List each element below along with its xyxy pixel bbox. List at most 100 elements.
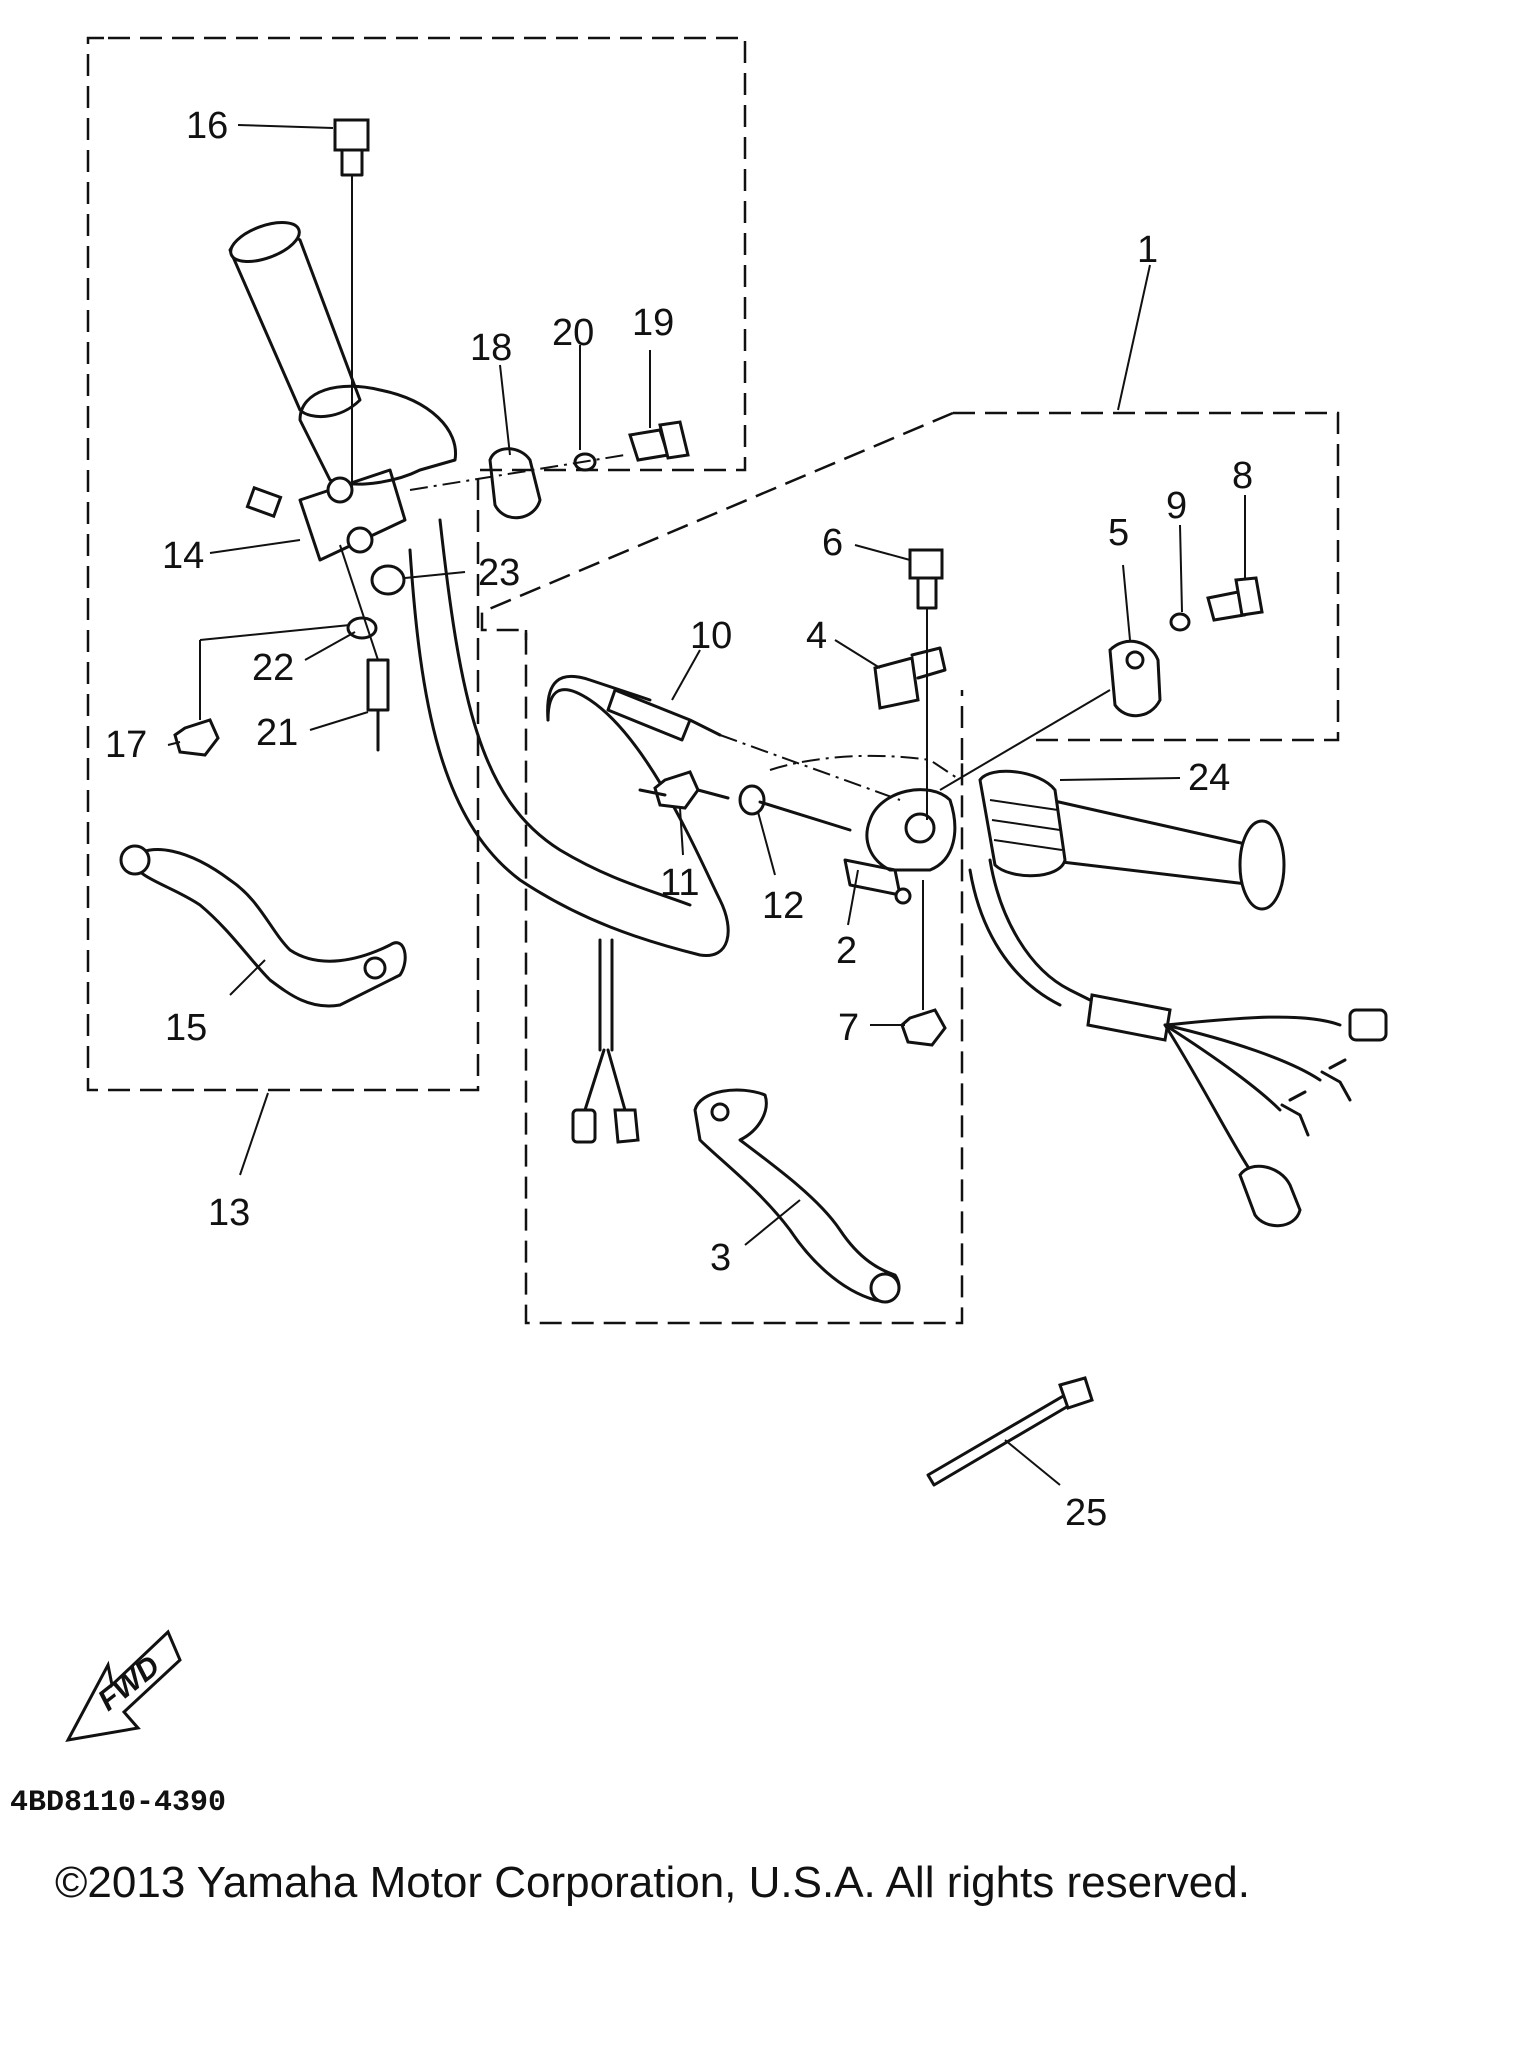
left-grip-end bbox=[229, 221, 301, 263]
bar-cable bbox=[583, 938, 627, 1112]
brake-switch-10 bbox=[606, 688, 722, 742]
leader-23 bbox=[404, 571, 466, 579]
callout-8: 8 bbox=[1232, 455, 1253, 497]
callout-7: 7 bbox=[838, 1007, 859, 1049]
leader-13 bbox=[239, 1092, 269, 1176]
connector-1 bbox=[1348, 1008, 1388, 1042]
nut-11 bbox=[653, 770, 700, 810]
lever-15-pivot bbox=[363, 956, 387, 980]
callout-22: 22 bbox=[252, 647, 294, 689]
callout-13: 13 bbox=[208, 1192, 250, 1234]
lever-15 bbox=[128, 848, 407, 1008]
holder-tab bbox=[245, 485, 283, 519]
bar-cable-terminal-2 bbox=[613, 1108, 640, 1144]
leader-18 bbox=[499, 364, 511, 456]
left-holder bbox=[298, 384, 458, 486]
washer-22 bbox=[346, 616, 378, 640]
callout-19: 19 bbox=[632, 302, 674, 344]
nut-11-thread bbox=[696, 788, 730, 800]
screw-19-head bbox=[658, 420, 690, 460]
leader-16 bbox=[237, 124, 334, 129]
leader-2 bbox=[847, 869, 859, 926]
switch-4 bbox=[873, 656, 920, 710]
screw-8-head bbox=[1234, 576, 1264, 617]
lever-15-end bbox=[119, 844, 151, 876]
callout-16: 16 bbox=[186, 105, 228, 147]
callout-5: 5 bbox=[1108, 512, 1129, 554]
lever-3 bbox=[693, 1088, 901, 1303]
callout-14: 14 bbox=[162, 535, 204, 577]
right-grip bbox=[1043, 798, 1266, 887]
leader-14 bbox=[209, 539, 301, 554]
lever-3-end bbox=[869, 1272, 901, 1304]
nut-7 bbox=[900, 1008, 947, 1047]
callout-24: 24 bbox=[1188, 757, 1230, 799]
handlebar-2 bbox=[438, 518, 692, 907]
leader-6 bbox=[854, 544, 911, 561]
diagram-code: 4BD8110-4390 bbox=[10, 1786, 226, 1820]
holder-bolt-hole-2 bbox=[346, 526, 374, 554]
nut-17 bbox=[173, 718, 220, 757]
switch-housing-ribs bbox=[989, 799, 1063, 851]
callout-25: 25 bbox=[1065, 1492, 1107, 1534]
lever-holder-2 bbox=[865, 788, 957, 872]
cable-11 bbox=[638, 788, 852, 832]
bracket-18 bbox=[488, 447, 542, 520]
callout-11: 11 bbox=[660, 862, 699, 904]
clamp-5-hole bbox=[1125, 650, 1145, 670]
group-boundary-inner-2 bbox=[524, 630, 964, 760]
callout-15: 15 bbox=[165, 1007, 207, 1049]
callout-10: 10 bbox=[690, 615, 732, 657]
leader-4 bbox=[834, 639, 881, 669]
callout-23: 23 bbox=[478, 552, 520, 594]
copyright-notice: ©2013 Yamaha Motor Corporation, U.S.A. A… bbox=[55, 1858, 1250, 1907]
bolt-6 bbox=[908, 548, 944, 580]
leader-25 bbox=[1004, 1439, 1061, 1486]
bolt-16 bbox=[333, 118, 370, 152]
cable-tie-25 bbox=[926, 1393, 1072, 1487]
washer-9 bbox=[1169, 612, 1191, 632]
clamp-5 bbox=[1108, 639, 1162, 718]
left-holder-clamp bbox=[298, 468, 407, 562]
callout-18: 18 bbox=[470, 327, 512, 369]
leader-12 bbox=[757, 811, 776, 876]
leader-11 bbox=[679, 807, 684, 856]
screw-21 bbox=[366, 658, 390, 752]
leader-3 bbox=[744, 1199, 801, 1246]
callout-3: 3 bbox=[710, 1237, 731, 1279]
handlebar-bend bbox=[546, 674, 652, 722]
leader-17 bbox=[167, 624, 351, 746]
axis-21 bbox=[339, 544, 379, 661]
terminal-1 bbox=[1320, 1058, 1352, 1102]
holder-2-pin bbox=[894, 887, 912, 905]
callout-9: 9 bbox=[1166, 485, 1187, 527]
callout-1: 1 bbox=[1137, 229, 1158, 271]
leader-1 bbox=[1117, 264, 1151, 411]
harness-wires bbox=[1163, 1015, 1342, 1172]
callout-20: 20 bbox=[552, 312, 594, 354]
handlebar bbox=[408, 548, 730, 957]
leader-15 bbox=[229, 959, 266, 996]
leader-9 bbox=[1179, 524, 1183, 613]
lever-3-pivot bbox=[710, 1102, 730, 1122]
callout-21: 21 bbox=[256, 712, 298, 754]
leader-24 bbox=[1059, 777, 1181, 781]
handlebar-bar-right bbox=[769, 754, 961, 781]
group-boundary-13 bbox=[86, 36, 747, 1092]
leader-21 bbox=[309, 711, 369, 731]
callout-6: 6 bbox=[822, 522, 843, 564]
switch-4-tab bbox=[910, 646, 947, 680]
group-boundary-1 bbox=[953, 411, 1340, 742]
holder-2-clamp bbox=[843, 858, 902, 897]
leader-5 bbox=[1122, 564, 1131, 641]
holder-bolt-hole bbox=[326, 476, 354, 504]
callout-17: 17 bbox=[105, 724, 147, 766]
cable-tie-head bbox=[1058, 1376, 1094, 1410]
fwd-arrow bbox=[65, 1629, 182, 1742]
callout-2: 2 bbox=[836, 930, 857, 972]
harness-sleeve bbox=[1086, 993, 1172, 1042]
switch-cable-2 bbox=[968, 868, 1062, 1007]
terminal-2 bbox=[1280, 1090, 1310, 1137]
bolt-6-thread bbox=[916, 576, 938, 610]
